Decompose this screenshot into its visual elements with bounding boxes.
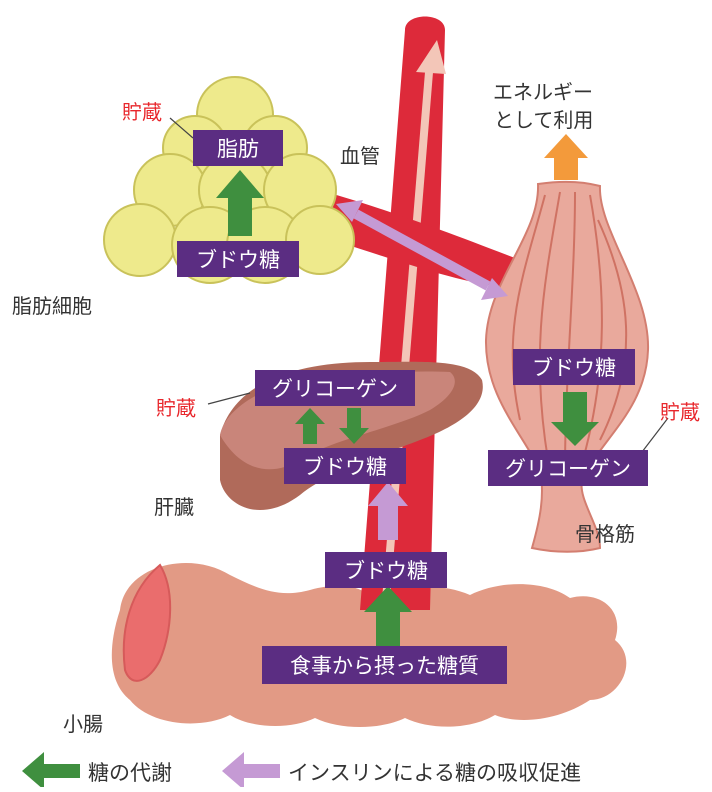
liver-store-label: 貯蔵 — [156, 392, 196, 421]
energy-label-line1: エネルギー — [493, 76, 593, 105]
fat-top-box: 脂肪 — [193, 130, 283, 166]
blood-vessel-main — [360, 17, 446, 611]
legend-insulin-arrow — [222, 752, 280, 787]
intestine-glucose-box: ブドウ糖 — [325, 552, 447, 588]
blood-vessel-label: 血管 — [340, 140, 380, 169]
fat-cell-label: 脂肪細胞 — [12, 290, 92, 319]
energy-label-line2: として利用 — [494, 104, 593, 133]
energy-arrow — [544, 134, 588, 180]
intestine-label: 小腸 — [63, 708, 103, 737]
legend-metabolism-text: 糖の代謝 — [88, 752, 172, 792]
muscle-glycogen-box: グリコーゲン — [488, 450, 648, 486]
muscle-glucose-box: ブドウ糖 — [513, 349, 635, 385]
muscle-label: 骨格筋 — [575, 518, 635, 547]
muscle-store-label: 貯蔵 — [660, 396, 700, 425]
legend-insulin-text: インスリンによる糖の吸収促進 — [288, 752, 581, 792]
liver-glucose-box: ブドウ糖 — [284, 448, 406, 484]
fat-store-label: 貯蔵 — [122, 96, 162, 125]
liver-label: 肝臓 — [154, 491, 194, 520]
liver-glycogen-box: グリコーゲン — [255, 370, 415, 406]
legend-metabolism-arrow — [22, 752, 80, 787]
fat-glucose-box: ブドウ糖 — [177, 241, 299, 277]
food-sugar-box: 食事から摂った糖質 — [262, 646, 507, 684]
